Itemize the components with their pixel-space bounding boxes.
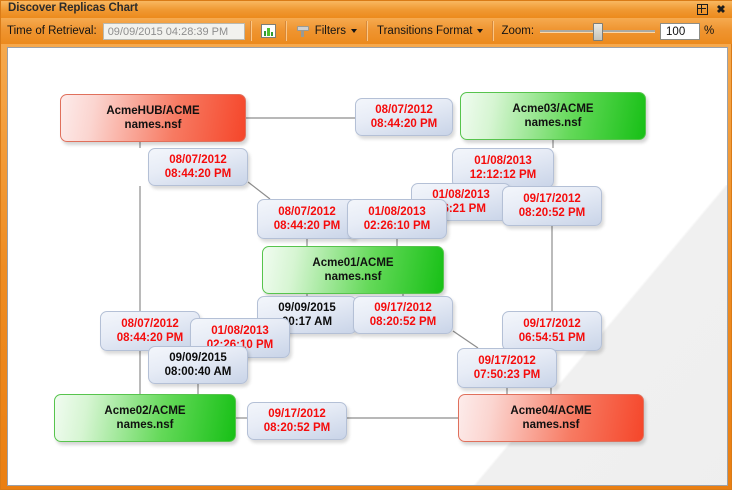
node-acme03[interactable]: Acme03/ACME names.nsf: [460, 92, 646, 140]
transition-date: 09/09/2015: [278, 302, 336, 314]
replicas-chart-canvas[interactable]: AcmeHUB/ACME names.nsf Acme03/ACME names.ns…: [7, 47, 728, 486]
transition-time: 00:17 AM: [281, 316, 333, 328]
transition-date: 08/07/2012: [121, 318, 179, 330]
node-database-name: names.nsf: [324, 271, 382, 283]
transition-label-l5[interactable]: 09/17/2012 08:20:52 PM: [502, 186, 602, 226]
window-title: Discover Replicas Chart: [8, 2, 139, 14]
close-icon[interactable]: ✖: [716, 4, 726, 16]
transition-label-l2[interactable]: 08/07/2012 08:44:20 PM: [148, 148, 248, 186]
transition-label-l1[interactable]: 08/07/2012 08:44:20 PM: [355, 98, 453, 136]
zoom-slider-thumb[interactable]: [593, 23, 604, 41]
transition-date: 09/17/2012: [478, 355, 536, 367]
node-acme01[interactable]: Acme01/ACME names.nsf: [262, 246, 444, 294]
transition-label-l12[interactable]: 09/09/2015 08:00:40 AM: [148, 346, 248, 384]
node-server-name: Acme03/ACME: [512, 103, 594, 115]
time-of-retrieval-field[interactable]: 09/09/2015 04:28:39 PM: [102, 22, 245, 40]
time-of-retrieval-label: Time of Retrieval:: [7, 25, 97, 37]
transition-time: 08:44:20 PM: [116, 332, 184, 344]
node-acme02[interactable]: Acme02/ACME names.nsf: [54, 394, 236, 442]
node-server-name: Acme01/ACME: [312, 257, 394, 269]
transition-time: 08:44:20 PM: [370, 118, 438, 130]
node-acme04[interactable]: Acme04/ACME names.nsf: [458, 394, 644, 442]
transition-time: 08:20:52 PM: [263, 422, 331, 434]
transition-date: 08/07/2012: [375, 104, 433, 116]
transition-label-l9[interactable]: 09/17/2012 08:20:52 PM: [353, 296, 453, 334]
transition-date: 09/17/2012: [523, 318, 581, 330]
transition-date: 09/09/2015: [169, 352, 227, 364]
node-database-name: names.nsf: [524, 117, 582, 129]
toolbar-separator: [492, 21, 495, 41]
zoom-value-input[interactable]: 100: [660, 22, 701, 40]
title-bar: Discover Replicas Chart ✖: [1, 1, 732, 18]
transition-time: 08:00:40 AM: [164, 366, 232, 378]
transition-date: 09/17/2012: [523, 193, 581, 205]
chevron-down-icon: [351, 29, 357, 33]
bar-chart-icon: [260, 24, 276, 38]
transition-label-l13[interactable]: 09/17/2012 06:54:51 PM: [502, 311, 602, 351]
restore-window-icon[interactable]: [695, 3, 709, 17]
node-server-name: Acme02/ACME: [104, 405, 186, 417]
toolbar-separator: [284, 21, 287, 41]
chevron-down-icon: [477, 29, 484, 33]
transition-time: 08:20:52 PM: [518, 207, 586, 219]
transition-time: 08:20:52 PM: [369, 316, 437, 328]
transition-label-l10[interactable]: 08/07/2012 08:44:20 PM: [100, 311, 200, 351]
toolbar: Time of Retrieval: 09/09/2015 04:28:39 P…: [1, 18, 732, 44]
transition-time: 02:26:10 PM: [363, 220, 431, 232]
zoom-slider[interactable]: [540, 23, 656, 41]
transition-date: 09/17/2012: [268, 408, 326, 420]
transition-label-l3[interactable]: 01/08/2013 12:12:12 PM: [452, 148, 554, 188]
transition-time: 07:50:23 PM: [473, 369, 541, 381]
transitions-format-button[interactable]: Transitions Format: [373, 21, 487, 41]
filters-button[interactable]: Filters: [292, 21, 361, 41]
transition-date: 08/07/2012: [169, 154, 227, 166]
transitions-format-label: Transitions Format: [377, 25, 473, 37]
zoom-label: Zoom:: [501, 25, 535, 37]
bar-chart-button[interactable]: [257, 21, 280, 41]
toolbar-separator: [366, 21, 368, 41]
node-server-name: Acme04/ACME: [510, 405, 592, 417]
transition-label-l15[interactable]: 09/17/2012 08:20:52 PM: [247, 402, 347, 440]
transition-label-l6[interactable]: 08/07/2012 08:44:20 PM: [257, 199, 357, 239]
node-database-name: names.nsf: [124, 119, 182, 131]
transition-label-l7[interactable]: 01/08/2013 02:26:10 PM: [347, 199, 447, 239]
transition-time: 08:44:20 PM: [273, 220, 341, 232]
transition-date: 01/08/2013: [368, 206, 426, 218]
funnel-icon: [296, 24, 310, 38]
toolbar-separator: [249, 21, 252, 41]
transition-time: 06:54:51 PM: [518, 332, 586, 344]
zoom-control: Zoom: 100 %: [499, 22, 715, 41]
node-database-name: names.nsf: [116, 419, 174, 431]
transition-date: 09/17/2012: [374, 302, 432, 314]
zoom-percent-label: %: [704, 25, 715, 37]
node-hub[interactable]: AcmeHUB/ACME names.nsf: [60, 94, 246, 142]
transition-label-l14[interactable]: 09/17/2012 07:50:23 PM: [457, 348, 557, 388]
transition-date: 08/07/2012: [278, 206, 336, 218]
node-server-name: AcmeHUB/ACME: [106, 105, 200, 117]
connector-lines: [139, 117, 554, 419]
transition-time: 12:12:12 PM: [469, 169, 537, 181]
transition-time: 08:44:20 PM: [164, 168, 232, 180]
filters-label: Filters: [314, 25, 346, 37]
node-database-name: names.nsf: [522, 419, 580, 431]
transition-date: 01/08/2013: [211, 325, 269, 337]
transition-date: 01/08/2013: [474, 155, 532, 167]
